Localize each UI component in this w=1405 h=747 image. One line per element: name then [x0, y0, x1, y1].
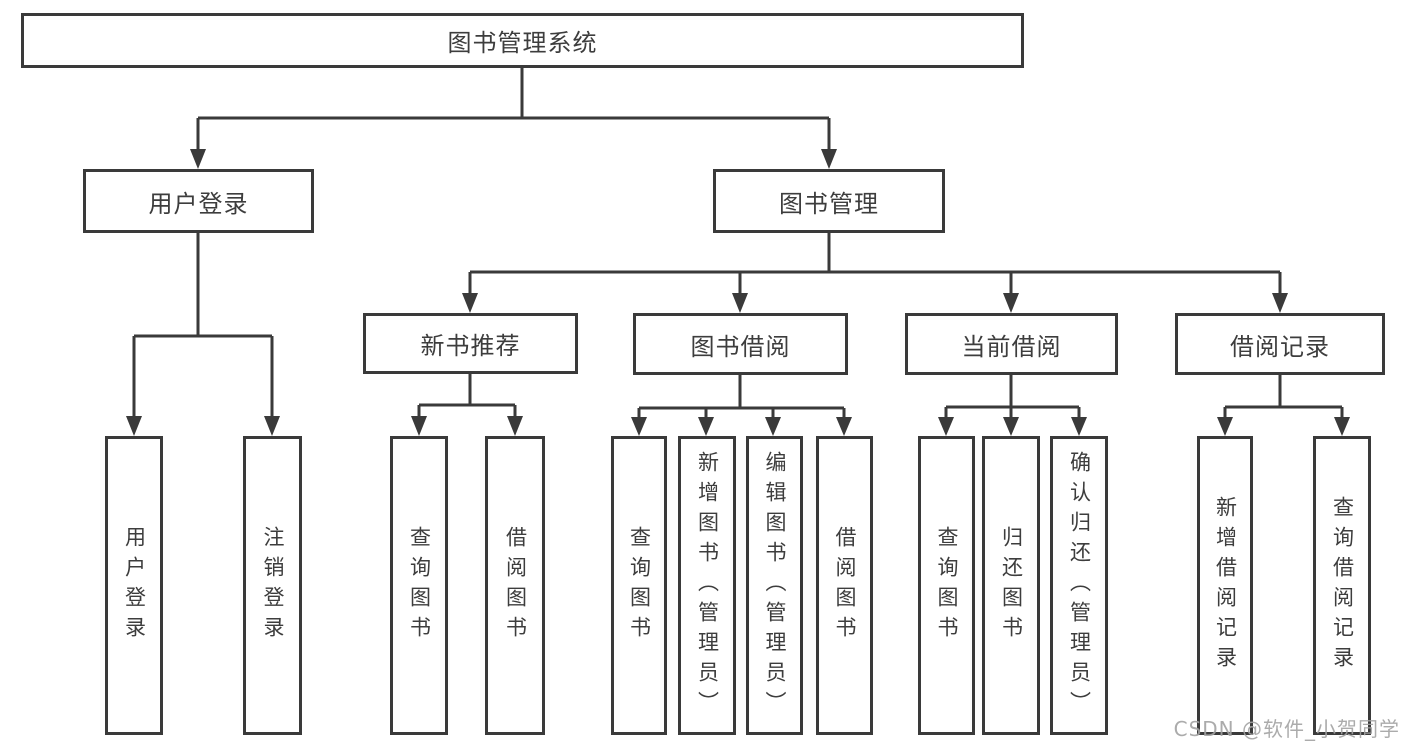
connector-borrow-to-children — [631, 375, 852, 436]
node-label: 查询借阅记录 — [1330, 495, 1355, 676]
node-label: 查询图书 — [935, 525, 959, 646]
node-label: 用户登录 — [122, 525, 147, 646]
node-book-management-module: 图书管理 — [713, 169, 945, 233]
node-new-book-recommend: 新书推荐 — [363, 313, 578, 374]
node-label: 图书管理系统 — [447, 29, 598, 57]
node-label: 借阅图书 — [833, 525, 857, 646]
node-label: 查询图书 — [407, 525, 432, 646]
node-label: 图书借阅 — [690, 332, 791, 361]
node-label: 新书推荐 — [420, 332, 521, 360]
node-current-borrow: 当前借阅 — [905, 313, 1118, 375]
connector-records-to-children — [1217, 375, 1350, 436]
node-label: 归还图书 — [999, 525, 1024, 646]
leaf-logout: 注销登录 — [243, 436, 302, 735]
node-label: 确认归还（管理员） — [1067, 450, 1092, 721]
node-label: 借阅图书 — [503, 525, 528, 646]
leaf-borrow-edit-books-admin: 编辑图书（管理员） — [746, 436, 803, 735]
csdn-watermark: CSDN @软件_小贺同学 — [1173, 717, 1400, 741]
node-label: 当前借阅 — [961, 332, 1062, 361]
leaf-borrow-add-books-admin: 新增图书（管理员） — [678, 436, 736, 735]
node-label: 查询图书 — [627, 525, 652, 646]
leaf-current-return-books: 归还图书 — [982, 436, 1040, 735]
connector-newbook-to-children — [411, 374, 523, 436]
node-user-login-module: 用户登录 — [83, 169, 314, 233]
node-label: 借阅记录 — [1230, 332, 1330, 361]
node-label: 编辑图书（管理员） — [763, 450, 787, 721]
leaf-current-confirm-return-admin: 确认归还（管理员） — [1050, 436, 1108, 735]
leaf-user-login: 用户登录 — [105, 436, 163, 735]
node-label: 用户登录 — [148, 189, 249, 218]
node-label: 新增图书（管理员） — [695, 450, 720, 721]
leaf-borrow-query-books: 查询图书 — [611, 436, 667, 735]
node-label: 注销登录 — [261, 525, 285, 646]
leaf-newbook-borrow-books: 借阅图书 — [485, 436, 545, 735]
leaf-records-query-record: 查询借阅记录 — [1313, 436, 1371, 735]
connector-mgmt-to-children — [462, 233, 1288, 313]
node-book-borrow: 图书借阅 — [633, 313, 848, 375]
leaf-records-add-record: 新增借阅记录 — [1197, 436, 1253, 735]
node-label: 图书管理 — [779, 189, 879, 218]
leaf-newbook-query-books: 查询图书 — [390, 436, 448, 735]
node-root-system: 图书管理系统 — [21, 13, 1024, 68]
leaf-borrow-borrow-books: 借阅图书 — [816, 436, 873, 735]
node-borrow-records: 借阅记录 — [1175, 313, 1385, 375]
connector-current-to-children — [938, 375, 1087, 436]
leaf-current-query-books: 查询图书 — [918, 436, 975, 735]
connector-login-to-children — [126, 233, 280, 436]
node-label: 新增借阅记录 — [1213, 495, 1238, 676]
connector-root-to-children — [190, 68, 837, 169]
